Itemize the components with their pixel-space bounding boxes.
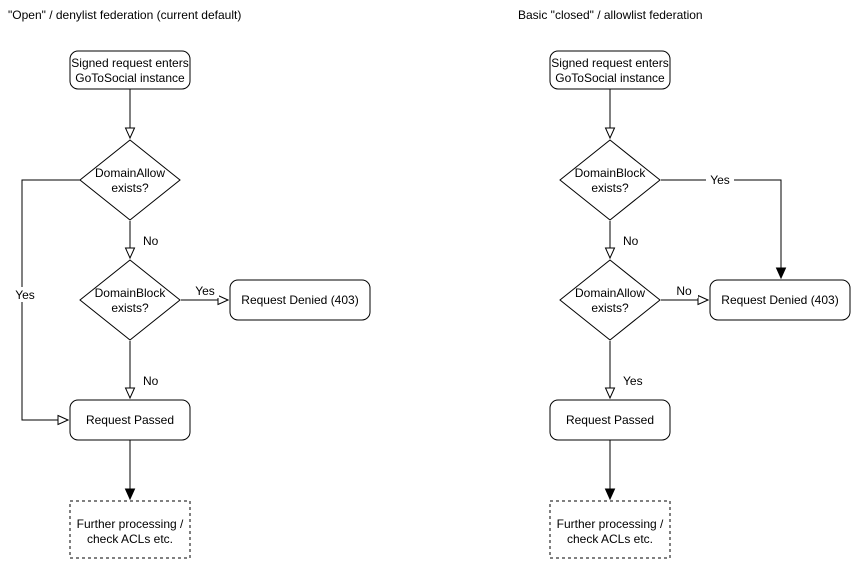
left-label-domainallow-no: No	[143, 234, 159, 248]
decision-label-line1: DomainBlock	[95, 286, 167, 300]
decision-label-line1: DomainAllow	[95, 166, 165, 180]
right-request-denied-node: Request Denied (403)	[709, 279, 851, 321]
decision-label-line2: exists?	[591, 301, 629, 315]
decision-diamond	[559, 139, 661, 221]
label-background	[11, 287, 39, 302]
left-request-passed-node: Request Passed	[69, 399, 191, 441]
left-decision-domainblock: DomainBlock exists?	[79, 259, 181, 341]
further-processing-box	[549, 500, 671, 559]
decision-label-line2: exists?	[111, 181, 149, 195]
request-denied-label: Request Denied (403)	[241, 293, 358, 307]
request-passed-label: Request Passed	[566, 413, 654, 427]
right-flowchart: Basic "closed" / allowlist federation Ye…	[518, 8, 851, 559]
decision-label-line2: exists?	[591, 181, 629, 195]
decision-label-line2: exists?	[111, 301, 149, 315]
right-label-domainblock-no: No	[623, 234, 639, 248]
right-further-processing-node: Further processing / check ACLs etc.	[549, 500, 671, 559]
right-flowchart-title: Basic "closed" / allowlist federation	[518, 8, 703, 22]
further-processing-label-line1: Further processing /	[77, 517, 184, 531]
edge-label: Yes	[710, 173, 730, 187]
left-flowchart: "Open" / denylist federation (current de…	[8, 8, 371, 559]
request-passed-box	[549, 399, 671, 441]
decision-label-line1: DomainBlock	[575, 166, 647, 180]
further-processing-label-line1: Further processing /	[557, 517, 664, 531]
right-decision-domainblock: DomainBlock exists?	[559, 139, 661, 221]
start-node-label-line1: Signed request enters	[551, 56, 668, 70]
right-start-node: Signed request enters GoToSocial instanc…	[549, 50, 671, 90]
further-processing-label-line2: check ACLs etc.	[567, 532, 653, 546]
edge-label: No	[676, 284, 692, 298]
decision-diamond	[79, 259, 181, 341]
edge-label: Yes	[15, 288, 35, 302]
decision-diamond	[559, 259, 661, 341]
right-arrow-domainblock-yes-to-denied	[661, 179, 781, 278]
request-passed-box	[69, 399, 191, 441]
left-flowchart-title: "Open" / denylist federation (current de…	[8, 8, 241, 22]
start-node-box	[549, 50, 671, 90]
start-node-label-line2: GoToSocial instance	[75, 71, 185, 85]
left-decision-domainallow: DomainAllow exists?	[79, 139, 181, 221]
start-node-label-line2: GoToSocial instance	[555, 71, 665, 85]
start-node-box	[69, 50, 191, 90]
left-request-denied-node: Request Denied (403)	[229, 279, 371, 321]
request-denied-label: Request Denied (403)	[721, 293, 838, 307]
request-denied-box	[229, 279, 371, 321]
right-request-passed-node: Request Passed	[549, 399, 671, 441]
request-passed-label: Request Passed	[86, 413, 174, 427]
left-label-domainallow-yes: Yes	[11, 287, 39, 302]
left-start-node: Signed request enters GoToSocial instanc…	[69, 50, 191, 90]
left-label-domainblock-no: No	[143, 374, 159, 388]
right-decision-domainallow: DomainAllow exists?	[559, 259, 661, 341]
left-further-processing-node: Further processing / check ACLs etc.	[69, 500, 191, 559]
label-background	[191, 284, 219, 298]
decision-diamond	[79, 139, 181, 221]
right-label-domainblock-yes: Yes	[706, 172, 734, 187]
right-label-domainallow-yes: Yes	[623, 374, 643, 388]
start-node-label-line1: Signed request enters	[71, 56, 188, 70]
left-label-domainblock-yes: Yes	[191, 284, 219, 298]
further-processing-box	[69, 500, 191, 559]
label-background	[670, 284, 698, 298]
request-denied-box	[709, 279, 851, 321]
decision-label-line1: DomainAllow	[575, 286, 645, 300]
edge-label: Yes	[195, 284, 215, 298]
label-background	[706, 172, 734, 187]
further-processing-label-line2: check ACLs etc.	[87, 532, 173, 546]
right-label-domainallow-no: No	[670, 284, 698, 298]
